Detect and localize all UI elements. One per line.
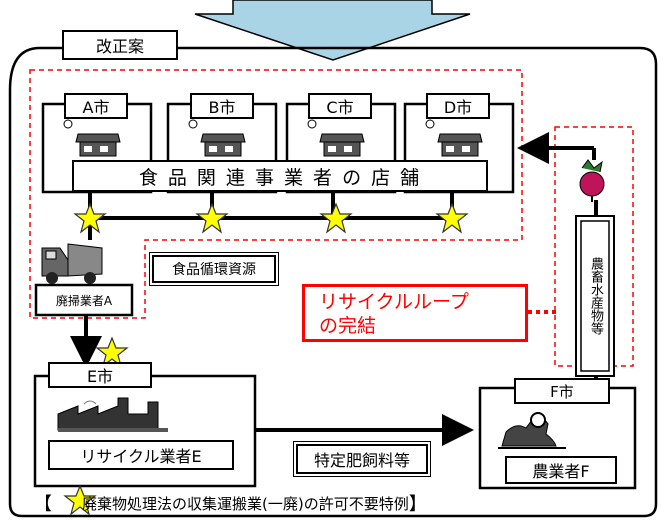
- star-icon: [436, 203, 468, 233]
- shop-icons: [63, 119, 483, 157]
- factory-icon: [57, 397, 168, 432]
- plan-frame: [8, 46, 658, 518]
- farmer-icon: [498, 412, 566, 449]
- loop-label: リサイクルループ の完結: [302, 284, 528, 342]
- shops-banner: 食 品 関 連 事 業 者 の 店 舗: [72, 160, 488, 192]
- plan-label: 改正案: [62, 30, 178, 60]
- products-inner: [580, 220, 610, 372]
- city-a-label: A市: [64, 93, 128, 119]
- loop-label-line2: の完結: [319, 315, 377, 337]
- star-icon: [196, 203, 228, 233]
- products-label: 農畜水産物等: [588, 257, 603, 335]
- legend-bracket-open: 【: [34, 494, 52, 515]
- fertilizer-label: 特定肥飼料等: [293, 441, 431, 477]
- farmer-label: 農業者F: [505, 456, 617, 484]
- collector-label: 廃掃業者A: [55, 293, 113, 308]
- return-arrow: [517, 132, 596, 164]
- collection-lines: [88, 192, 454, 240]
- loop-label-line1: リサイクルループ: [319, 291, 469, 313]
- city-f-label: F市: [514, 378, 610, 404]
- recycler-label: リサイクル業者E: [48, 440, 234, 470]
- food-resource-label: 食品循環資源: [149, 252, 279, 286]
- legend: 【 廃棄物処理法の収集運搬業(一廃)の許可不要特例 】: [34, 490, 634, 516]
- city-c-label: C市: [308, 93, 372, 119]
- top-flow-arrow: [194, 0, 471, 61]
- city-b-label: B市: [190, 93, 254, 119]
- city-e-label: E市: [48, 362, 152, 388]
- city-d-label: D市: [426, 93, 490, 119]
- turnip-icon: [579, 159, 605, 202]
- star-icon: [320, 203, 352, 233]
- truck-icon: [41, 243, 103, 284]
- food-business-region: [29, 69, 523, 319]
- legend-bracket-close: 】: [408, 494, 427, 515]
- legend-text: 廃棄物処理法の収集運搬業(一廃)の許可不要特例: [82, 494, 409, 513]
